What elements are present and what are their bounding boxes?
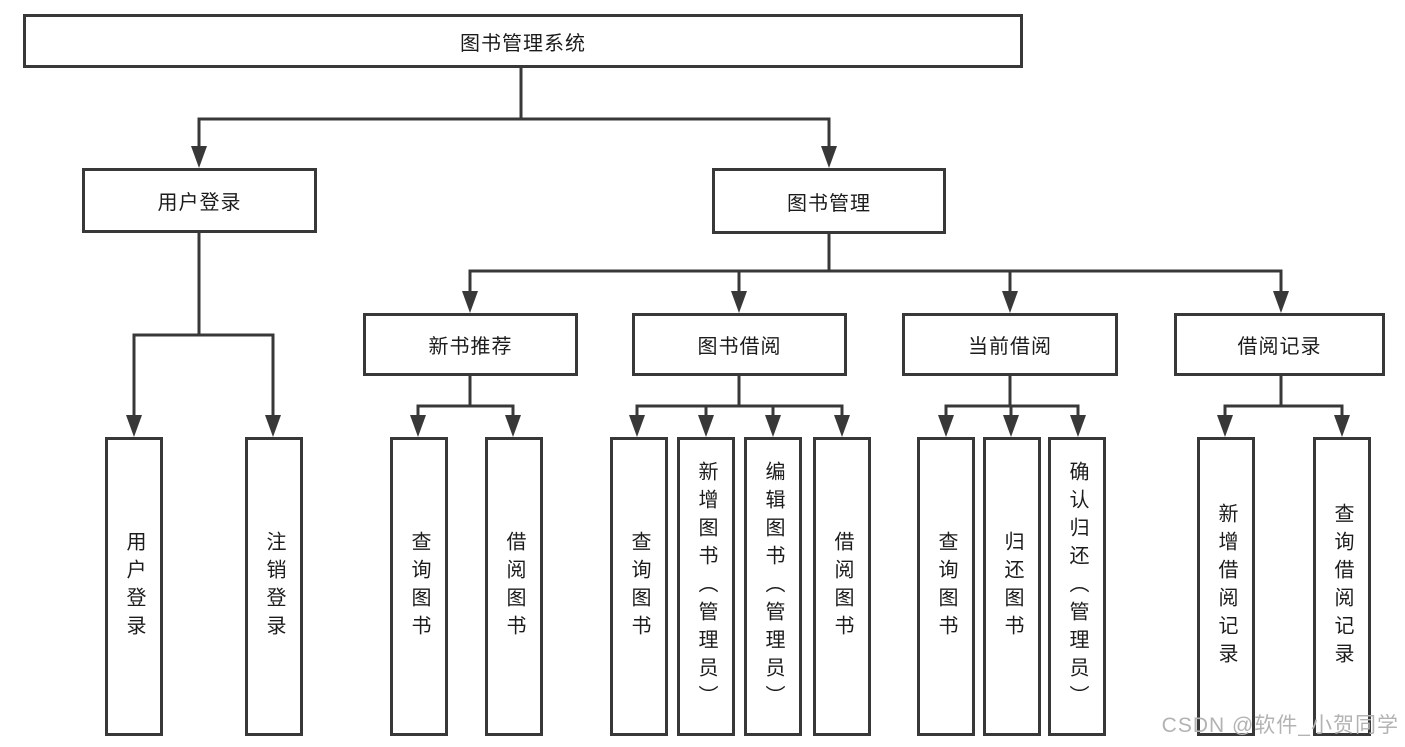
leaf-edit-books-admin: 编辑图书（管理员） [744, 437, 802, 736]
leaf-return-books: 归还图书 [983, 437, 1041, 736]
leaf-add-books-admin: 新增图书（管理员） [677, 437, 735, 736]
leaf-label: 用户登录 [123, 530, 145, 643]
leaf-confirm-return-admin: 确认归还（管理员） [1048, 437, 1106, 736]
connector-newrec-to-leaves [410, 376, 521, 437]
leaf-logout: 注销登录 [245, 437, 303, 736]
node-library-management-system: 图书管理系统 [23, 14, 1023, 68]
leaf-label: 归还图书 [1001, 530, 1023, 643]
node-current-borrow: 当前借阅 [902, 313, 1118, 376]
leaf-label: 注销登录 [263, 530, 285, 643]
leaf-query-books-borrow: 查询图书 [610, 437, 668, 736]
leaf-query-borrow-record: 查询借阅记录 [1313, 437, 1371, 736]
leaf-label: 借阅图书 [503, 530, 525, 643]
node-user-login: 用户登录 [82, 168, 317, 233]
connector-root-to-level2 [191, 68, 837, 168]
node-label: 图书管理系统 [460, 32, 586, 55]
node-new-book-recommend: 新书推荐 [363, 313, 578, 376]
leaf-label: 查询图书 [628, 530, 650, 643]
connector-records-to-leaves [1217, 376, 1350, 437]
node-label: 新书推荐 [428, 336, 513, 358]
leaf-add-borrow-record: 新增借阅记录 [1197, 437, 1255, 736]
leaf-query-books-newrec: 查询图书 [390, 437, 448, 736]
node-label: 用户登录 [157, 192, 242, 214]
leaf-label: 查询借阅记录 [1331, 502, 1353, 671]
leaf-borrow-books-borrow: 借阅图书 [813, 437, 871, 736]
node-borrow-records: 借阅记录 [1174, 313, 1385, 376]
leaf-label: 查询图书 [408, 530, 430, 643]
connector-borrow-to-leaves [629, 376, 850, 437]
connector-userlogin-to-leaves [126, 233, 281, 437]
leaf-query-books-current: 查询图书 [917, 437, 975, 736]
connector-bookmgmt-to-level3 [462, 234, 1289, 313]
node-label: 借阅记录 [1237, 336, 1322, 358]
node-book-management: 图书管理 [712, 168, 946, 234]
csdn-watermark: CSDN @软件_小贺同学 [1161, 714, 1399, 737]
node-label: 当前借阅 [968, 336, 1052, 358]
node-label: 图书借阅 [697, 336, 782, 358]
leaf-label: 确认归还（管理员） [1066, 460, 1088, 713]
leaf-label: 新增图书（管理员） [695, 460, 717, 713]
leaf-borrow-books-newrec: 借阅图书 [485, 437, 543, 736]
leaf-label: 新增借阅记录 [1215, 502, 1237, 671]
node-book-borrow: 图书借阅 [632, 313, 847, 376]
leaf-label: 编辑图书（管理员） [762, 460, 784, 713]
leaf-label: 查询图书 [935, 530, 957, 643]
node-label: 图书管理 [787, 192, 871, 215]
leaf-user-login: 用户登录 [105, 437, 163, 736]
connector-current-to-leaves [938, 376, 1086, 437]
leaf-label: 借阅图书 [831, 530, 853, 643]
